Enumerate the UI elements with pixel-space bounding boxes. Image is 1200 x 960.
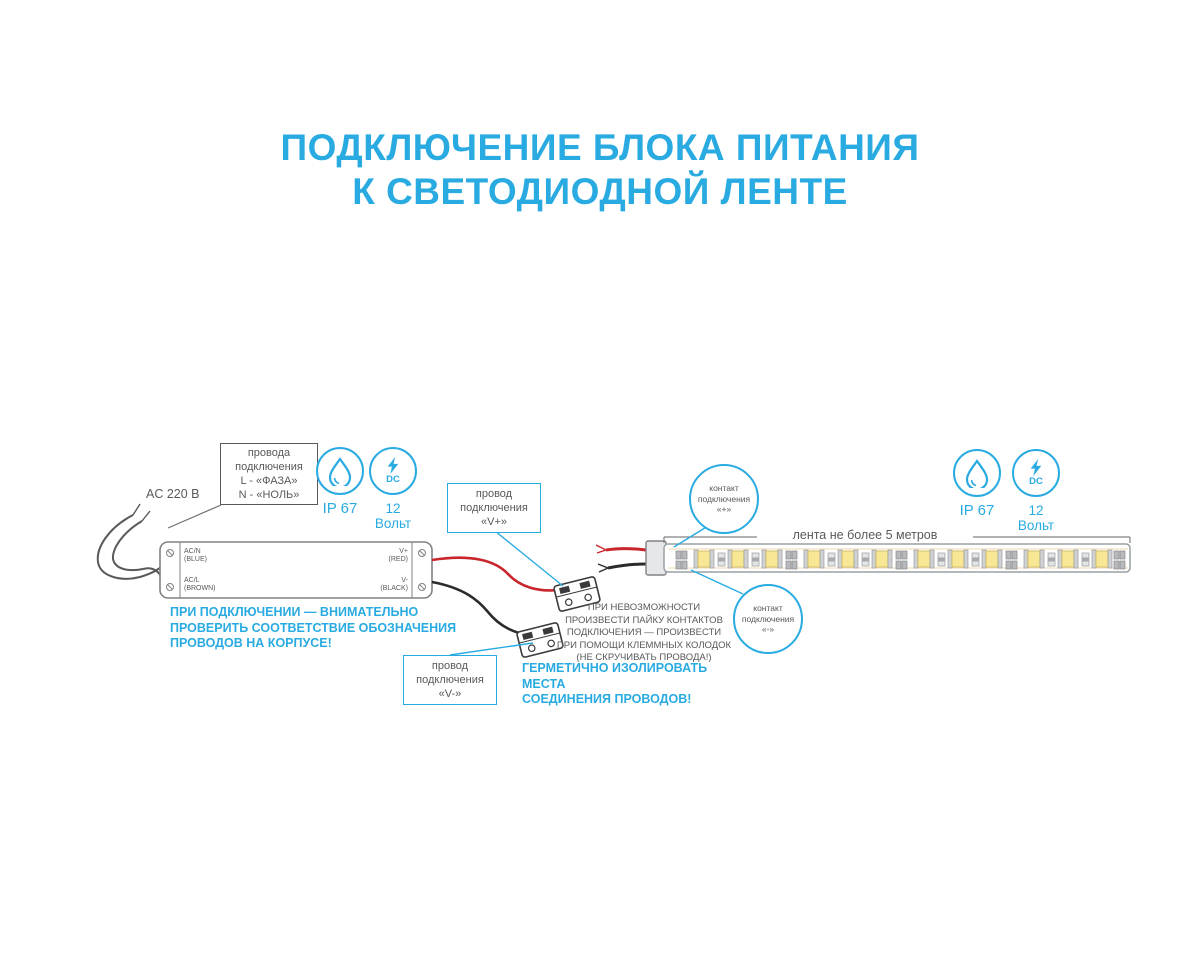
voltage-label: 12 Вольт xyxy=(365,501,421,531)
mounting-screw-icon xyxy=(166,549,426,591)
voltage-unit: Вольт xyxy=(1017,518,1055,533)
strip-length-caption: лента не более 5 метров xyxy=(757,528,973,542)
contact-line: «+» xyxy=(716,504,732,515)
clamp-connection-note: ПРИ НЕВОЗМОЖНОСТИ ПРОИЗВЕСТИ ПАЙКУ КОНТА… xyxy=(556,602,732,665)
psu-terminal-acl: AC/L (BROWN) xyxy=(184,577,216,593)
strip-connector-clip xyxy=(645,540,667,576)
psu-terminal-vplus: V+ (RED) xyxy=(370,548,408,564)
strip-input-wires xyxy=(595,544,647,573)
terminal-name: V- xyxy=(401,577,408,584)
water-drop-icon xyxy=(953,449,1001,497)
terminal-block-vplus xyxy=(553,576,601,612)
plus-contact-callout: контакт подключения «+» xyxy=(689,464,759,534)
terminal-color: (BLACK) xyxy=(380,585,408,592)
voltage-value: 12 xyxy=(385,501,401,516)
dc-label: DC xyxy=(386,474,400,485)
callout-line: подключения xyxy=(235,461,303,473)
vminus-callout-box: провод подключения «V-» xyxy=(403,655,497,705)
ac-220v-label: AC 220 В xyxy=(146,487,200,501)
page-title: ПОДКЛЮЧЕНИЕ БЛОКА ПИТАНИЯ К СВЕТОДИОДНОЙ… xyxy=(0,126,1200,214)
voltage-value: 12 xyxy=(1028,503,1044,518)
warning-line: ПРИ ПОДКЛЮЧЕНИИ — ВНИМАТЕЛЬНО xyxy=(170,605,419,619)
note-line: ГЕРМЕТИЧНО ИЗОЛИРОВАТЬ МЕСТА xyxy=(522,661,708,691)
note-line: (НЕ СКРУЧИВАТЬ ПРОВОДА!) xyxy=(576,652,712,663)
terminal-color: (RED) xyxy=(388,556,408,563)
voltage-unit: Вольт xyxy=(374,516,412,531)
terminal-color: (BROWN) xyxy=(184,585,216,592)
terminal-name: AC/L xyxy=(184,577,200,584)
note-line: ПРИ ПОМОЩИ КЛЕММНЫХ КОЛОДОК xyxy=(556,639,732,651)
vplus-callout-box: провод подключения «V+» xyxy=(447,483,541,533)
ip67-badge-right: IP 67 xyxy=(949,449,1005,519)
callout-line: «V-» xyxy=(438,688,462,700)
voltage-label: 12 Вольт xyxy=(1008,503,1064,533)
lightning-icon: DC xyxy=(1012,449,1060,497)
terminal-color: (BLUE) xyxy=(184,556,207,563)
callout-line: провод xyxy=(475,488,513,500)
input-box-leader-line xyxy=(167,504,222,529)
psu-warning-note: ПРИ ПОДКЛЮЧЕНИИ — ВНИМАТЕЛЬНО ПРОВЕРИТЬ … xyxy=(170,605,490,652)
title-line-1: ПОДКЛЮЧЕНИЕ БЛОКА ПИТАНИЯ xyxy=(280,127,920,168)
led-strip xyxy=(645,540,1131,576)
callout-line: провод xyxy=(431,660,469,672)
note-line: СОЕДИНЕНИЯ ПРОВОДОВ! xyxy=(522,692,692,706)
callout-line: провода xyxy=(247,447,291,459)
minus-contact-callout: контакт подключения «-» xyxy=(733,584,803,654)
psu-terminal-acn: AC/N (BLUE) xyxy=(184,548,207,564)
note-line: ПРИ НЕВОЗМОЖНОСТИ xyxy=(587,602,701,613)
contact-line: контакт xyxy=(709,483,739,494)
vminus-wire-black xyxy=(431,580,532,637)
dc-output-wires xyxy=(431,556,559,637)
dc-label: DC xyxy=(1029,476,1043,487)
callout-line: подключения xyxy=(460,502,528,514)
ip67-badge-left: IP 67 xyxy=(312,447,368,517)
callout-leader-lines xyxy=(449,525,744,656)
title-line-2: К СВЕТОДИОДНОЙ ЛЕНТЕ xyxy=(352,171,848,212)
vplus-wire-red xyxy=(431,556,559,592)
warning-line: ПРОВЕРИТЬ СООТВЕТСТВИЕ ОБОЗНАЧЕНИЯ xyxy=(170,620,457,635)
terminal-name: AC/N xyxy=(184,548,201,555)
ip67-label: IP 67 xyxy=(959,502,995,519)
seal-connections-note: ГЕРМЕТИЧНО ИЗОЛИРОВАТЬ МЕСТА СОЕДИНЕНИЯ … xyxy=(522,661,752,708)
contact-line: подключения xyxy=(741,613,795,624)
ip67-label: IP 67 xyxy=(322,500,358,517)
ac-input-wires xyxy=(96,503,163,580)
callout-line: «V+» xyxy=(481,516,507,528)
input-wires-callout-box: провода подключения L - «ФАЗА» N - «НОЛЬ… xyxy=(220,443,318,505)
callout-line: L - «ФАЗА» xyxy=(240,475,298,487)
callout-line: подключения xyxy=(416,674,484,686)
power-supply-unit xyxy=(159,541,433,599)
dc12v-badge-left: DC 12 Вольт xyxy=(365,447,421,531)
dc12v-badge-right: DC 12 Вольт xyxy=(1008,449,1064,533)
note-line: ПОДКЛЮЧЕНИЯ — ПРОИЗВЕСТИ xyxy=(566,627,722,638)
warning-line: ПРОВОДОВ НА КОРПУСЕ! xyxy=(170,636,332,650)
contact-line: подключения xyxy=(697,493,751,504)
note-line: ПРОИЗВЕСТИ ПАЙКУ КОНТАКТОВ xyxy=(565,614,723,626)
psu-terminal-vminus: V- (BLACK) xyxy=(370,577,408,593)
contact-line: контакт xyxy=(753,603,783,614)
lightning-icon: DC xyxy=(369,447,417,495)
water-drop-icon xyxy=(316,447,364,495)
callout-line: N - «НОЛЬ» xyxy=(238,489,300,501)
terminal-name: V+ xyxy=(399,548,408,555)
contact-line: «-» xyxy=(761,624,775,635)
terminal-block-vminus xyxy=(516,622,564,658)
